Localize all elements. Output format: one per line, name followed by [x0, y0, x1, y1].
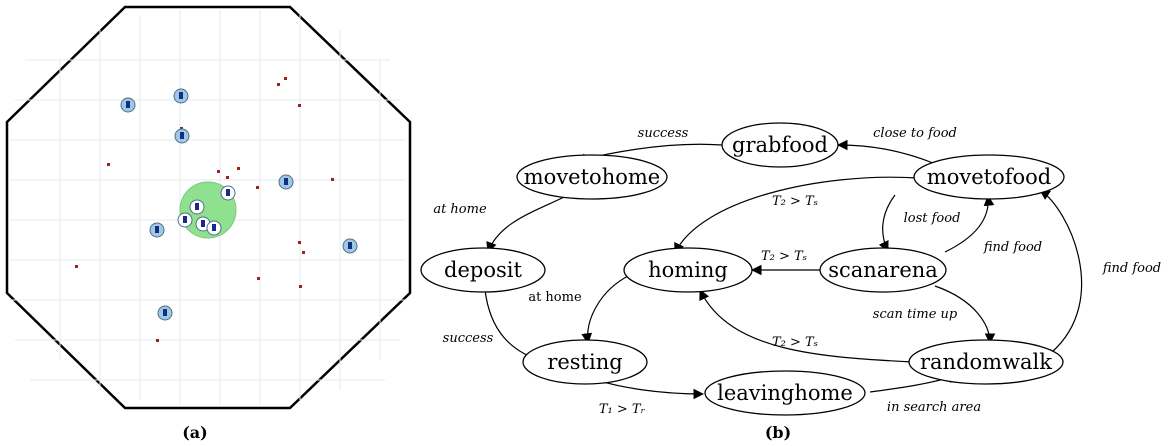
food-item	[107, 163, 110, 166]
state-movetohome	[516, 154, 668, 200]
caption-a: (a)	[182, 423, 208, 442]
food-item	[237, 167, 240, 170]
label-t2-ts-mid: T₂ > Tₛ	[761, 249, 807, 264]
food-item	[277, 83, 280, 86]
state-randomwalk	[908, 339, 1064, 385]
state-homing-label: homing	[648, 258, 728, 282]
edge-movetofood-homing	[674, 176, 919, 254]
state-scanarena-label: scanarena	[828, 258, 938, 282]
food-item	[298, 241, 301, 244]
state-randomwalk-label: randomwalk	[920, 350, 1052, 374]
state-movetofood-label: movetofood	[927, 165, 1051, 189]
robot	[157, 305, 173, 321]
robot	[220, 185, 236, 201]
robot	[120, 97, 136, 113]
edge-randomwalk-movetofood	[1039, 189, 1083, 353]
fsm-panel: grabfood movetohome movetofood deposit h…	[420, 122, 1161, 442]
food-items	[75, 77, 334, 342]
label-find-food-mid: find food	[983, 240, 1042, 255]
state-scanarena	[819, 247, 947, 293]
food-item	[180, 127, 183, 130]
edge-movetofood-grabfood	[836, 139, 934, 164]
fsm-node-labels: grabfood movetohome movetofood deposit h…	[444, 133, 1052, 405]
food-item	[217, 170, 220, 173]
robot	[342, 238, 358, 254]
caption-b: (b)	[765, 423, 791, 442]
food-item	[256, 186, 259, 189]
label-at-home-upright: at home	[528, 290, 582, 305]
edge-scanarena-movetofood	[944, 194, 995, 253]
edge-randomwalk-homing	[699, 289, 913, 363]
state-leavinghome-label: leavinghome	[717, 381, 853, 405]
arena-grid	[10, 10, 405, 405]
state-movetohome-label: movetohome	[524, 165, 660, 189]
label-success-top: success	[638, 126, 689, 141]
label-in-search-area: in search area	[887, 400, 981, 415]
edge-movetofood-scanarena	[878, 194, 896, 252]
robot	[206, 220, 222, 236]
robot	[173, 88, 189, 104]
state-grabfood-label: grabfood	[732, 133, 828, 157]
food-item	[298, 104, 301, 107]
robot	[177, 212, 193, 228]
food-item	[226, 176, 229, 179]
state-resting	[522, 339, 648, 385]
label-lost-food: lost food	[904, 211, 961, 226]
label-success-bottom: success	[443, 331, 494, 346]
edge-movetohome-deposit	[486, 193, 571, 254]
robot	[149, 222, 165, 238]
state-homing	[623, 247, 753, 293]
label-close-to-food: close to food	[873, 126, 957, 141]
robots	[120, 88, 358, 321]
label-t1-tr: T₁ > Tᵣ	[599, 402, 646, 417]
fsm-edge-labels: success close to food at home T₂ > Tₛ lo…	[433, 126, 1161, 417]
state-resting-label: resting	[547, 350, 622, 374]
edge-scanarena-randomwalk	[934, 285, 996, 345]
food-item	[257, 277, 260, 280]
food-item	[284, 77, 287, 80]
robot	[174, 128, 190, 144]
label-t2-ts-lower: T₂ > Tₛ	[772, 335, 818, 350]
label-at-home-italic: at home	[433, 202, 487, 217]
food-item	[302, 251, 305, 254]
fsm-nodes	[420, 122, 1065, 416]
robot	[189, 199, 205, 215]
robot	[278, 174, 294, 190]
food-item	[156, 339, 159, 342]
state-grabfood	[721, 122, 839, 168]
food-item	[331, 178, 334, 181]
state-movetofood	[913, 154, 1065, 200]
state-leavinghome	[704, 370, 866, 416]
food-item	[299, 285, 302, 288]
label-scan-time-up: scan time up	[873, 307, 958, 322]
edge-homing-resting	[581, 274, 631, 345]
label-t2-ts-upper: T₂ > Tₛ	[772, 194, 818, 209]
state-deposit	[420, 247, 546, 293]
label-find-food-right: find food	[1102, 261, 1161, 276]
state-deposit-label: deposit	[444, 258, 522, 282]
arena-panel: (a)	[5, 5, 412, 442]
food-item	[75, 265, 78, 268]
